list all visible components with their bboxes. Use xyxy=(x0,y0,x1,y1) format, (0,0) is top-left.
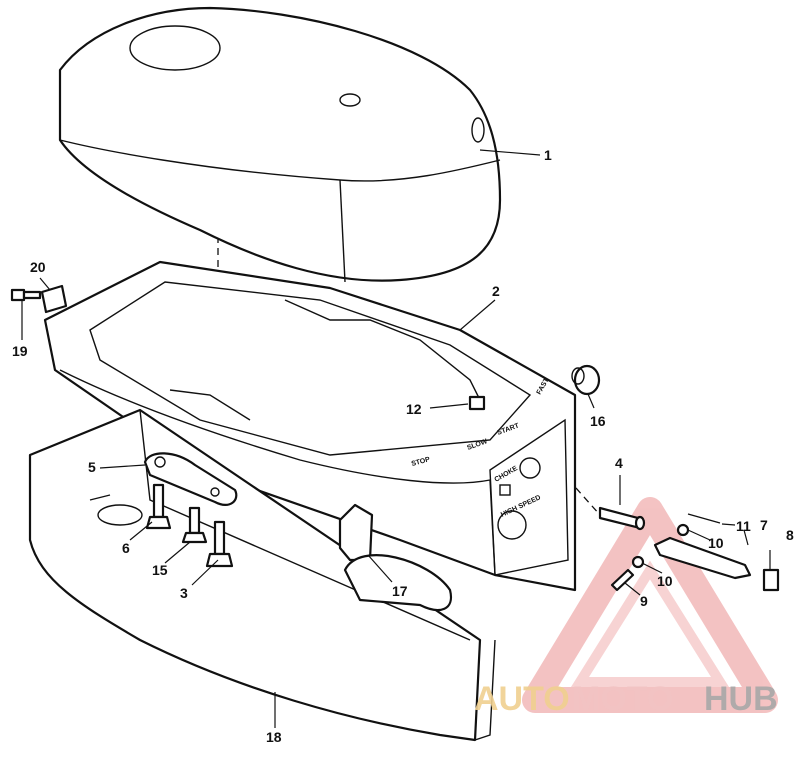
top-cover-hole xyxy=(339,93,361,107)
callout-10a: 10 xyxy=(708,535,724,551)
callout-18: 18 xyxy=(266,729,282,745)
callout-10b: 10 xyxy=(657,573,673,589)
screw-9 xyxy=(610,568,635,592)
bolt-6 xyxy=(145,483,172,530)
callout-4: 4 xyxy=(615,455,623,471)
callout-16: 16 xyxy=(590,413,606,429)
washer-10a xyxy=(676,523,690,537)
control-panel xyxy=(489,418,569,576)
callout-20: 20 xyxy=(30,259,46,275)
callout-11: 11 xyxy=(736,518,751,534)
watermark-text: AUTO MOTO HUB xyxy=(474,680,778,718)
decal-stop: STOP xyxy=(411,456,431,468)
lower-cover-frame xyxy=(43,260,577,592)
pin-11 xyxy=(687,513,721,524)
knob-16 xyxy=(571,364,601,396)
callout-2: 2 xyxy=(492,283,500,299)
callout-1: 1 xyxy=(544,147,552,163)
bolt-3 xyxy=(205,520,234,568)
watermark-triangle-outer xyxy=(522,497,778,713)
bolt-4 xyxy=(598,506,646,531)
clip-12 xyxy=(468,395,486,411)
callout-17: 17 xyxy=(392,583,408,599)
callout-3: 3 xyxy=(180,585,188,601)
callout-8: 8 xyxy=(786,527,794,543)
bolt-15 xyxy=(181,506,208,544)
tag-20 xyxy=(40,284,68,314)
top-cover xyxy=(58,6,502,283)
bracket-17 xyxy=(338,503,453,612)
top-cover-opening xyxy=(129,25,221,71)
screw-19 xyxy=(10,288,42,302)
callout-7: 7 xyxy=(760,517,768,533)
lever-7 xyxy=(653,536,752,580)
watermark-auto: AUTO xyxy=(474,680,570,718)
callout-5: 5 xyxy=(88,459,96,475)
callout-numbers: 1 2 3 4 5 6 7 8 9 10 10 11 12 15 16 17 1… xyxy=(12,147,794,745)
watermark-moto: MOTO xyxy=(572,680,673,718)
watermark-hub: HUB xyxy=(704,680,778,718)
throttle-knob xyxy=(519,457,541,479)
washer-10b xyxy=(631,555,645,569)
callout-15: 15 xyxy=(152,562,168,578)
watermark-triangle-inner xyxy=(570,560,730,687)
callout-12: 12 xyxy=(406,401,422,417)
callout-19: 19 xyxy=(12,343,28,359)
callout-9: 9 xyxy=(640,593,648,609)
bracket-plate xyxy=(143,452,238,506)
clip-8 xyxy=(762,568,780,592)
alignment-line-right xyxy=(559,469,601,516)
callout-6: 6 xyxy=(122,540,130,556)
watermark-logo xyxy=(522,497,778,713)
leader-lines xyxy=(21,149,771,728)
